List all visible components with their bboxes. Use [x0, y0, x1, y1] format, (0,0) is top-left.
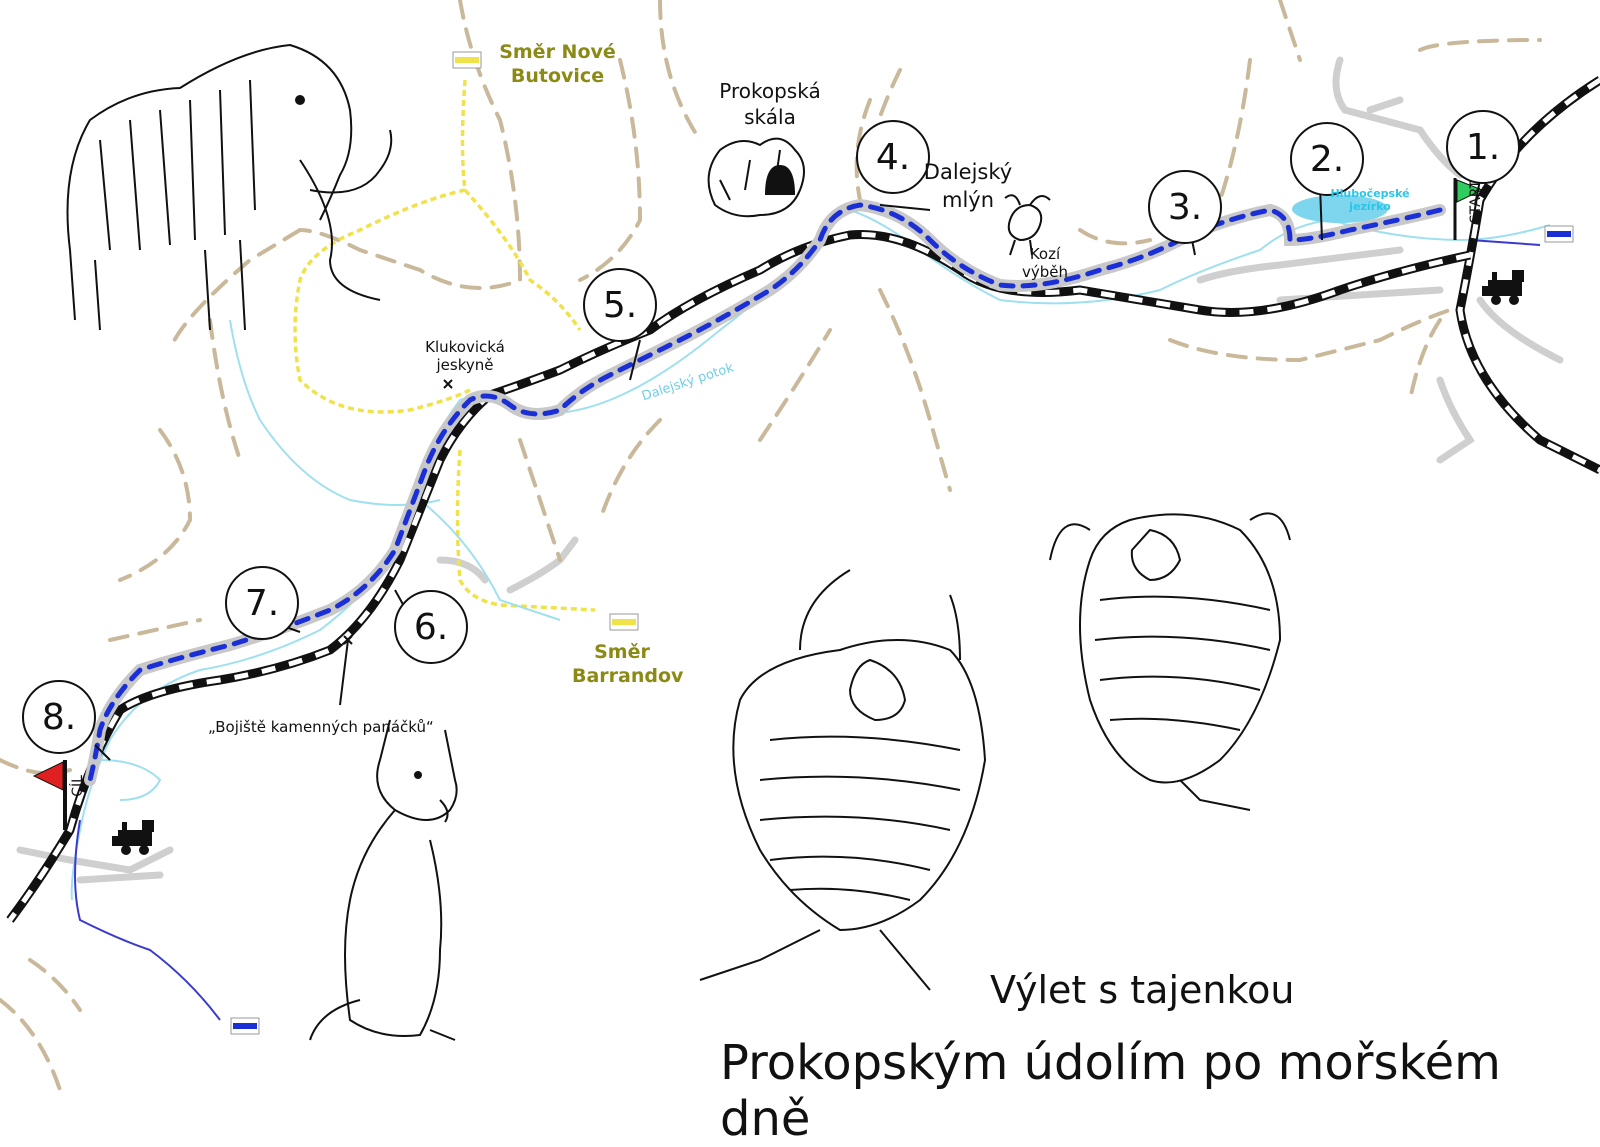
stop-marker-3: 3.: [1148, 170, 1222, 244]
stop-marker-6: 6.: [394, 590, 468, 664]
footpaths: [0, 0, 1542, 1092]
stop-marker-7: 7.: [225, 566, 299, 640]
label-direction-barrandov: Směr Barrandov: [572, 641, 684, 687]
trilobite-illustration: [699, 569, 987, 991]
cave-icon: [765, 165, 795, 195]
stop-marker-8: 8.: [22, 680, 96, 754]
stop-marker-5: 5.: [583, 268, 657, 342]
stop-marker-4: 4.: [856, 120, 930, 194]
trilobite-illustration: [1049, 512, 1291, 811]
page-title: Prokopským údolím po mořském dně: [720, 1035, 1501, 1147]
label-klukovicka-jeskyne: Klukovická jeskyně: [425, 338, 505, 374]
blue-trail: [74, 239, 1541, 1021]
label-dalejsky-mlyn: Dalejský mlýn: [923, 160, 1013, 212]
label-hlubocepske-jezirko: Hlubočepské jezírko: [1330, 187, 1410, 213]
goat-icon: [1004, 194, 1051, 256]
blue-trail-marker-icon: [230, 1017, 260, 1035]
label-direction-nove-butovice: Směr Nové Butovice: [499, 41, 616, 87]
mammoth-illustration: [66, 43, 393, 331]
yellow-trail-marker-icon: [609, 613, 639, 631]
label-bojiste: „Bojiště kamenných panáčků“: [208, 718, 434, 736]
train-icon: [112, 820, 154, 855]
lake: [1292, 195, 1388, 223]
finish-flag-icon: [32, 760, 67, 830]
subtitle: Výlet s tajenkou: [990, 968, 1295, 1012]
label-cil: CÍL: [70, 775, 86, 797]
dog-illustration: [309, 719, 458, 1041]
train-icon: [1482, 270, 1524, 305]
start-flag-icon: [1453, 178, 1484, 240]
railway: [6, 76, 1600, 923]
blue-trail-marker-icon: [1544, 225, 1574, 243]
yellow-trail-marker-icon: [452, 51, 482, 69]
stop-marker-1: 1.: [1446, 110, 1520, 184]
label-prokopska-skala: Prokopská skála: [719, 79, 821, 129]
stop-marker-2: 2.: [1290, 122, 1364, 196]
yellow-trail: [293, 79, 596, 612]
hiking-route: [84, 198, 1446, 786]
label-kozi-vybeh: Kozí výběh: [1021, 245, 1068, 281]
label-start: START: [1468, 180, 1484, 224]
streams: [70, 208, 1551, 901]
